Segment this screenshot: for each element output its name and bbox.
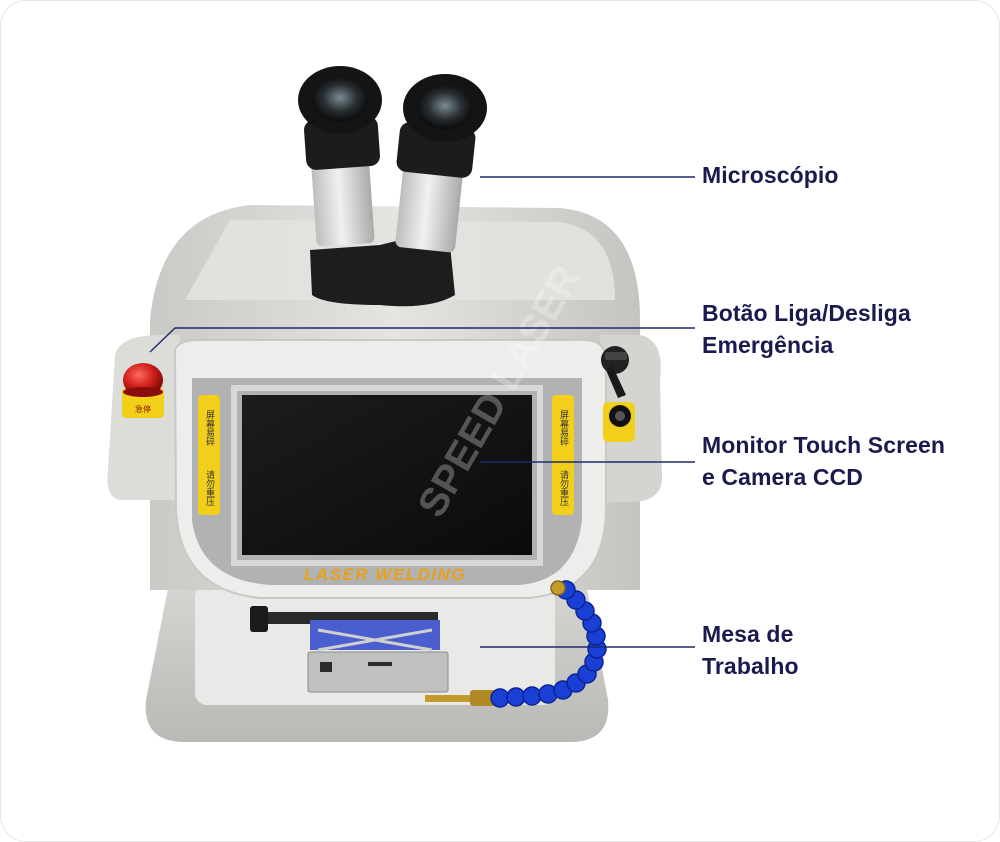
emergency-stop-button bbox=[122, 363, 164, 418]
sticker-right-top: 屏幕易碎 bbox=[558, 410, 569, 447]
leader-line-power-button bbox=[149, 327, 695, 353]
sticker-right bbox=[552, 395, 574, 515]
label-table-line1: Mesa de bbox=[702, 621, 794, 647]
key-switch bbox=[601, 346, 629, 398]
screen-frame bbox=[231, 385, 543, 566]
estop-sticker-text: 急停 bbox=[135, 404, 151, 414]
label-monitor-line2: e Camera CCD bbox=[702, 464, 863, 490]
label-monitor-line1: Monitor Touch Screen bbox=[702, 432, 946, 458]
coolant-hose bbox=[490, 580, 607, 708]
label-power-button-line1: Botão Liga/Desliga bbox=[702, 300, 911, 326]
gas-nozzle bbox=[425, 690, 496, 706]
touch-screen bbox=[242, 395, 532, 555]
sticker-right-bottom: 请勿重压 bbox=[558, 469, 569, 507]
microscope bbox=[298, 66, 487, 307]
label-microscope: Microscópio bbox=[702, 162, 839, 188]
bezel-brand-text: LASER WELDING bbox=[304, 565, 466, 584]
label-table-line2: Trabalho bbox=[702, 653, 799, 679]
xy-stage bbox=[250, 606, 449, 693]
label-power-button-line2: Emergência bbox=[702, 332, 834, 358]
power-knob bbox=[603, 402, 635, 442]
sticker-left-bottom: 请勿重压 bbox=[204, 469, 215, 507]
sticker-left-top: 屏幕易碎 bbox=[204, 410, 215, 447]
sticker-left bbox=[198, 395, 220, 515]
